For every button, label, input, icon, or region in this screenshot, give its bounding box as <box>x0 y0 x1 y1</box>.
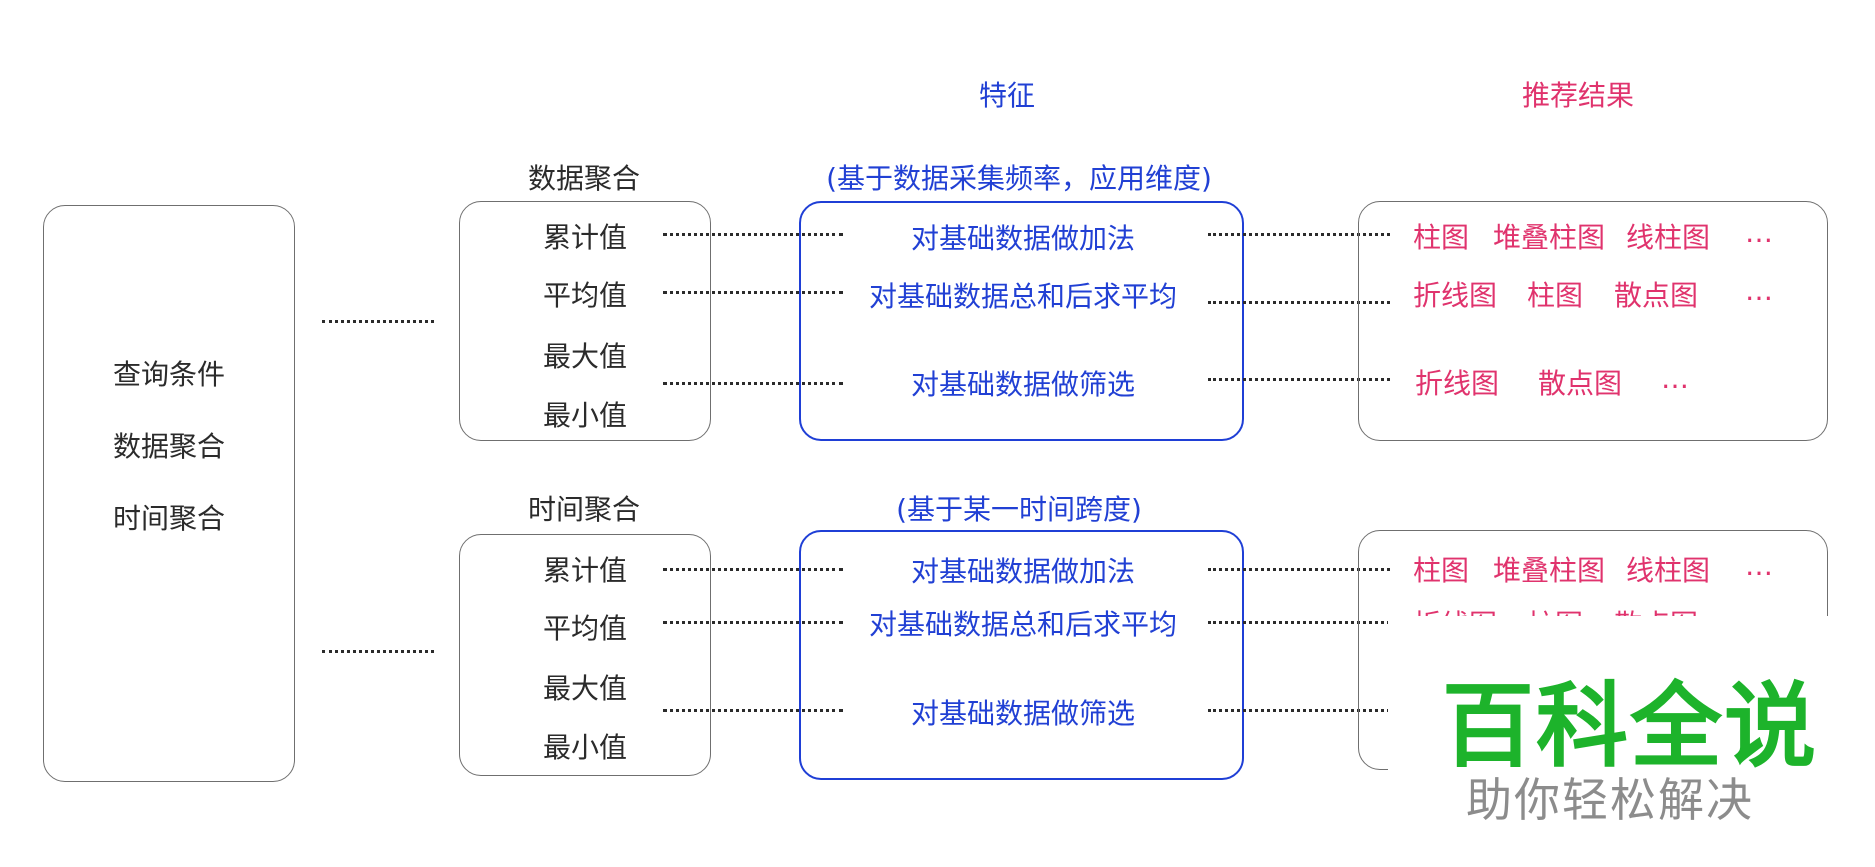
group1-result-row2-more: … <box>1745 274 1773 307</box>
query-conditions-box: 查询条件 数据聚合 时间聚合 <box>43 205 295 782</box>
group2-result-connector-3 <box>1208 709 1390 712</box>
group1-result-row2-bar: 柱图 <box>1527 279 1584 312</box>
left-item-data-agg: 数据聚合 <box>113 430 226 463</box>
watermark-title: 百科全说 <box>1442 673 1819 780</box>
group1-feature-add: 对基础数据做加法 <box>910 222 1136 255</box>
group1-result-row3-more: … <box>1661 362 1689 395</box>
group1-result-row1-bar: 柱图 <box>1413 221 1470 254</box>
group1-result-row2-scatter: 散点图 <box>1614 279 1699 312</box>
feature-header: 特征 <box>978 79 1036 112</box>
group1-connector-1 <box>663 233 843 236</box>
group1-note: (基于数据采集频率，应用维度) <box>826 162 1212 195</box>
connector-left-lower <box>322 650 434 653</box>
group2-metric-max: 最大值 <box>542 672 628 705</box>
group1-metric-average: 平均值 <box>542 279 628 312</box>
group1-result-row2-line: 折线图 <box>1413 279 1498 312</box>
group2-connector-1 <box>663 568 843 571</box>
group1-metric-cumulative: 累计值 <box>542 221 628 254</box>
group1-feature-filter: 对基础数据做筛选 <box>910 368 1136 401</box>
group2-connector-3 <box>663 709 843 712</box>
group2-feature-filter: 对基础数据做筛选 <box>910 697 1136 730</box>
group2-connector-2 <box>663 621 843 624</box>
group1-result-connector-2 <box>1208 301 1390 304</box>
group2-feature-box: 对基础数据做加法 对基础数据总和后求平均 对基础数据做筛选 <box>799 530 1244 780</box>
group1-title: 数据聚合 <box>527 162 641 195</box>
group1-connector-3 <box>663 382 843 385</box>
group1-connector-2 <box>663 291 843 294</box>
group1-feature-box: 对基础数据做加法 对基础数据总和后求平均 对基础数据做筛选 <box>799 201 1244 441</box>
group1-result-row1-more: … <box>1745 216 1773 249</box>
group2-result-row1-bar: 柱图 <box>1413 554 1470 587</box>
group1-metric-min: 最小值 <box>542 399 628 432</box>
left-item-query: 查询条件 <box>113 358 226 391</box>
group2-metrics-box: 累计值 平均值 最大值 最小值 <box>459 534 711 776</box>
group1-metric-max: 最大值 <box>542 340 628 373</box>
group2-metric-average: 平均值 <box>542 612 628 645</box>
recommendation-header: 推荐结果 <box>1521 79 1635 112</box>
group2-result-row1-stacked: 堆叠柱图 <box>1493 554 1606 587</box>
group2-note: (基于某一时间跨度) <box>896 493 1142 526</box>
group1-feature-average: 对基础数据总和后求平均 <box>868 280 1178 313</box>
group2-feature-add: 对基础数据做加法 <box>910 555 1136 588</box>
group1-result-box: 柱图 堆叠柱图 线柱图 … 折线图 柱图 散点图 … 折线图 散点图 … <box>1358 201 1828 441</box>
group2-result-connector-2 <box>1208 621 1390 624</box>
group1-result-row3-scatter: 散点图 <box>1538 367 1623 400</box>
group2-result-row1-linebar: 线柱图 <box>1626 554 1711 587</box>
group1-result-row1-linebar: 线柱图 <box>1626 221 1711 254</box>
group2-title: 时间聚合 <box>527 493 641 526</box>
group2-metric-cumulative: 累计值 <box>542 554 628 587</box>
group2-result-connector-1 <box>1208 568 1390 571</box>
group1-metrics-box: 累计值 平均值 最大值 最小值 <box>459 201 711 441</box>
left-item-time-agg: 时间聚合 <box>113 502 226 535</box>
group1-result-connector-3 <box>1208 378 1390 381</box>
group1-result-row1-stacked: 堆叠柱图 <box>1493 221 1606 254</box>
group2-result-row1-more: … <box>1745 549 1773 582</box>
connector-left-upper <box>322 320 434 323</box>
watermark-subtitle: 助你轻松解决 <box>1466 773 1754 827</box>
watermark-background <box>1388 616 1875 867</box>
group2-metric-min: 最小值 <box>542 731 628 764</box>
group2-feature-average: 对基础数据总和后求平均 <box>868 608 1178 641</box>
group1-result-connector-1 <box>1208 233 1390 236</box>
group1-result-row3-line: 折线图 <box>1415 367 1500 400</box>
